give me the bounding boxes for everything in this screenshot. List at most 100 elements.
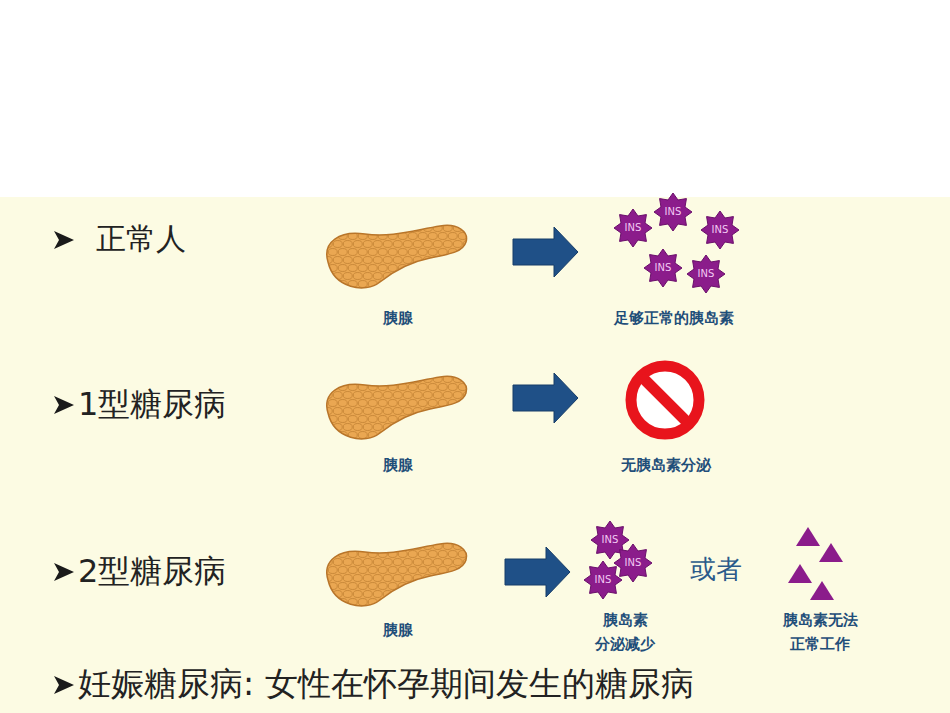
- pancreas-lobule: [443, 392, 452, 399]
- pancreas-lobule: [418, 583, 427, 590]
- node-label: 胰岛素 分泌减少: [570, 608, 680, 656]
- pancreas-lobule: [433, 392, 442, 399]
- node-label: 胰腺: [368, 306, 428, 330]
- pancreas-lobule: [408, 281, 417, 288]
- pancreas-lobule: [348, 400, 357, 407]
- pancreas-lobule: [398, 599, 407, 606]
- pancreas-lobule: [463, 376, 472, 383]
- pancreas-outline: [327, 376, 467, 439]
- pancreas-lobule: [393, 543, 402, 550]
- pancreas-lobule: [383, 241, 392, 248]
- pancreas-body: [327, 543, 467, 606]
- triangle-symbol: [819, 543, 843, 562]
- pancreas-lobule: [343, 559, 352, 566]
- bullet-arrow: [54, 563, 74, 581]
- row-heading: 妊娠糖尿病: 女性在怀孕期间发生的糖尿病: [78, 664, 694, 704]
- pancreas-lobule: [358, 281, 367, 288]
- pancreas-outline: [327, 225, 467, 288]
- pancreas-lobule: [453, 607, 462, 614]
- pancreas-lobule: [353, 225, 362, 232]
- pancreas-lobule: [328, 599, 337, 606]
- triangle-symbol: [788, 564, 812, 583]
- pancreas-lobule: [343, 376, 352, 383]
- pancreas-lobule: [433, 607, 442, 614]
- pancreas-lobule: [338, 249, 347, 256]
- pancreas-lobule: [403, 559, 412, 566]
- pancreas-lobule: [418, 416, 427, 423]
- node-label: 胰岛素无法 正常工作: [760, 608, 880, 656]
- pancreas-lobule: [333, 241, 342, 248]
- pancreas-lobule: [348, 265, 357, 272]
- pancreas-lobule: [448, 281, 457, 288]
- pancreas-lobule: [343, 591, 352, 598]
- pancreas-lobule: [358, 400, 367, 407]
- pancreas-lobule: [448, 599, 457, 606]
- slide-background: [0, 197, 950, 713]
- pancreas-lobule: [368, 249, 377, 256]
- pancreas-lobule: [383, 575, 392, 582]
- pancreas-lobule: [448, 384, 457, 391]
- pancreas-lobule: [463, 289, 472, 296]
- pancreas-lobule: [368, 265, 377, 272]
- pancreas-lobule: [343, 424, 352, 431]
- pancreas-lobule: [343, 408, 352, 415]
- pancreas-lobule: [373, 273, 382, 280]
- pancreas-lobule: [418, 281, 427, 288]
- pancreas-lobule: [393, 241, 402, 248]
- pancreas-lobule: [373, 241, 382, 248]
- pancreas-lobule: [433, 241, 442, 248]
- node-label: 无胰岛素分泌: [578, 453, 753, 477]
- pancreas-lobule: [353, 440, 362, 447]
- pancreas-lobule: [463, 225, 472, 232]
- pancreas-lobule: [333, 440, 342, 447]
- pancreas-lobule: [383, 289, 392, 296]
- insulin-label: INS: [700, 210, 740, 250]
- star-shape: [614, 544, 652, 582]
- pancreas-lobule: [323, 225, 332, 232]
- pancreas-lobule: [353, 241, 362, 248]
- pancreas-lobule: [333, 607, 342, 614]
- pancreas-lobule: [403, 257, 412, 264]
- star-shape: [687, 255, 725, 293]
- prohibition-ring: [631, 366, 699, 434]
- pancreas-lobule: [453, 559, 462, 566]
- pancreas-lobule: [393, 289, 402, 296]
- pancreas-lobule: [418, 567, 427, 574]
- pancreas-lobule: [328, 400, 337, 407]
- pancreas-lobule: [393, 376, 402, 383]
- pancreas-lobule: [338, 583, 347, 590]
- star-shape: [614, 209, 652, 247]
- pancreas-lobule: [353, 408, 362, 415]
- triangle-symbol: [796, 527, 820, 546]
- pancreas-lobule: [438, 233, 447, 240]
- pancreas-lobule: [463, 424, 472, 431]
- result-node: 足够正常的胰岛素INSINSINSINSINS: [578, 192, 770, 330]
- pancreas-lobule: [443, 408, 452, 415]
- pancreas-lobule: [418, 599, 427, 606]
- pancreas-lobule: [353, 559, 362, 566]
- pancreas-lobule: [353, 289, 362, 296]
- pancreas-lobule: [368, 583, 377, 590]
- pancreas-lobule: [438, 551, 447, 558]
- pancreas-node: 胰腺: [318, 369, 513, 477]
- pancreas-lobule: [428, 551, 437, 558]
- insulin-label: INS: [613, 208, 653, 248]
- pancreas-illustration: [320, 540, 470, 612]
- pancreas-lobule: [423, 392, 432, 399]
- pancreas-lobule: [408, 400, 417, 407]
- pancreas-lobule: [428, 583, 437, 590]
- bullet-arrow: [54, 396, 74, 414]
- pancreas-lobule: [413, 289, 422, 296]
- pancreas-lobule: [428, 384, 437, 391]
- pancreas-lobule: [343, 575, 352, 582]
- pancreas-lobule: [383, 392, 392, 399]
- pancreas-lobule: [393, 575, 402, 582]
- star-shape: [701, 211, 739, 249]
- pancreas-lobule: [423, 273, 432, 280]
- pancreas-texture: [323, 225, 472, 296]
- pancreas-lobule: [363, 241, 372, 248]
- pancreas-lobule: [358, 416, 367, 423]
- pancreas-lobule: [343, 241, 352, 248]
- pancreas-lobule: [438, 432, 447, 439]
- pancreas-lobule: [413, 591, 422, 598]
